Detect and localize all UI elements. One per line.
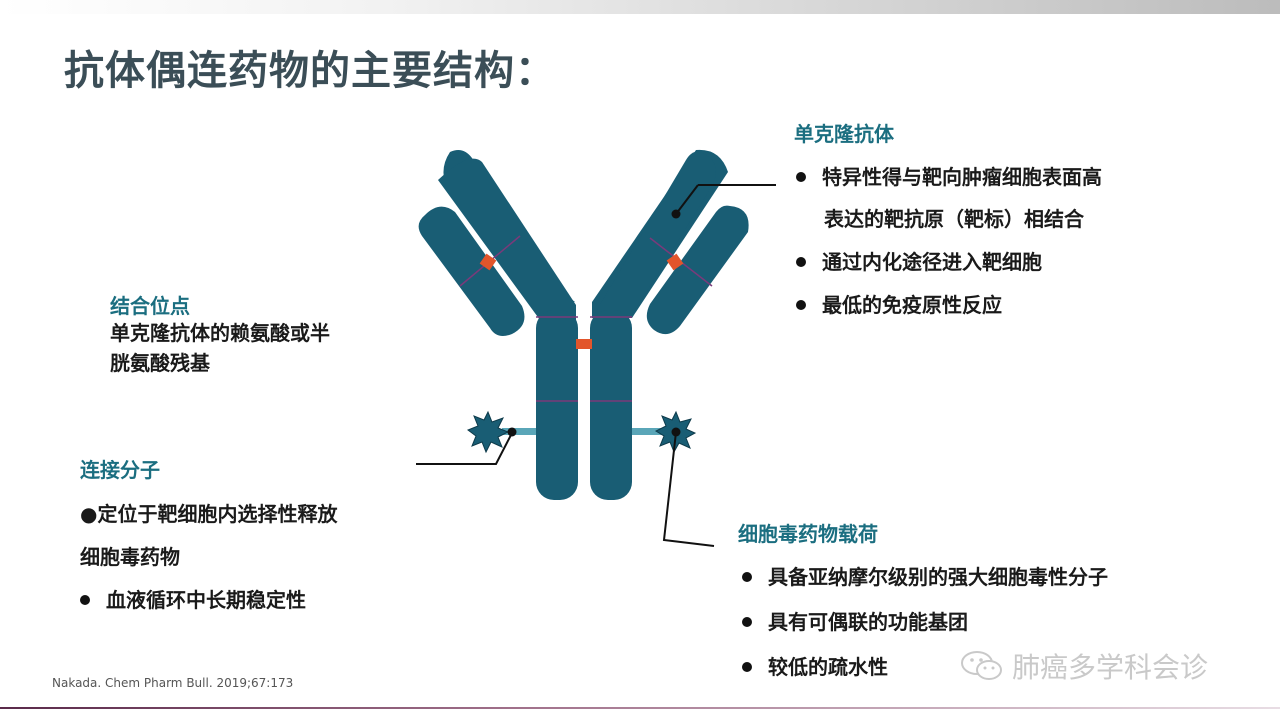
bullet-dot (742, 661, 752, 672)
linker-heading: 连接分子 (80, 458, 160, 482)
bullet-dot (742, 616, 752, 627)
payload-bullet-text: 具有可偶联的功能基团 (768, 610, 968, 634)
antibody-bullet-text: 特异性得与靶向肿瘤细胞表面高 (822, 165, 1102, 189)
payload-bullet: 较低的疏水性 (742, 651, 888, 680)
right-stem (590, 310, 632, 500)
linker-line-1: ●定位于靶细胞内选择性释放 (80, 502, 338, 526)
antibody-bullet: 特异性得与靶向肿瘤细胞表面高 (796, 161, 1102, 190)
payload-heading: 细胞毒药物载荷 (738, 522, 878, 546)
bottom-decor-line (0, 707, 1280, 709)
left-linker (502, 428, 536, 435)
payload-bullet: 具有可偶联的功能基团 (742, 606, 968, 635)
right-light-arm (646, 205, 749, 335)
antibody-bullet-text: 最低的免疫原性反应 (822, 293, 1002, 317)
wechat-icon (961, 651, 1002, 680)
disulfide-hinge (576, 339, 592, 349)
left-stem (536, 310, 578, 500)
bullet-dot (796, 256, 806, 267)
left-payload-star (466, 410, 510, 454)
bullet-dot (742, 571, 752, 582)
payload-leader (662, 431, 715, 547)
watermark-text: 肺癌多学科会诊 (1012, 651, 1209, 684)
antibody-bullet: 最低的免疫原性反应 (796, 289, 1002, 318)
linker-bullet-text: 血液循环中长期稳定性 (106, 588, 306, 612)
antibody-bullet: 通过内化途径进入靶细胞 (796, 246, 1042, 275)
disulfide-right (666, 253, 684, 271)
page-title: 抗体偶连药物的主要结构： (64, 48, 556, 94)
antibody-heading: 单克隆抗体 (794, 122, 894, 146)
watermark: 肺癌多学科会诊 (960, 646, 1208, 686)
right-linker (632, 428, 666, 435)
top-decor-bar (0, 0, 1280, 14)
citation: Nakada. Chem Pharm Bull. 2019;67:173 (52, 676, 294, 690)
linker-leader (416, 432, 513, 465)
left-light-arm (418, 206, 525, 336)
right-heavy-arm (592, 151, 716, 318)
bullet-dot (80, 594, 90, 605)
binding-site-line-1: 单克隆抗体的赖氨酸或半 (110, 321, 330, 345)
linker-bullet: 血液循环中长期稳定性 (80, 584, 306, 613)
binding-site-line-2: 胱氨酸残基 (110, 351, 210, 375)
binding-site-heading: 结合位点 (110, 294, 190, 318)
linker-line-2: 细胞毒药物 (80, 545, 180, 569)
payload-bullet: 具备亚纳摩尔级别的强大细胞毒性分子 (742, 561, 1108, 590)
disulfide-left (479, 253, 497, 271)
bullet-dot (796, 299, 806, 310)
antibody-bullet-text: 通过内化途径进入靶细胞 (822, 250, 1042, 274)
antibody-leader-diag (675, 184, 699, 215)
antibody-bullet-continuation: 表达的靶抗原（靶标）相结合 (824, 207, 1084, 231)
payload-bullet-text: 较低的疏水性 (768, 655, 888, 679)
bullet-dot (796, 171, 806, 182)
antibody-structure (418, 149, 749, 500)
payload-bullet-text: 具备亚纳摩尔级别的强大细胞毒性分子 (768, 565, 1108, 589)
